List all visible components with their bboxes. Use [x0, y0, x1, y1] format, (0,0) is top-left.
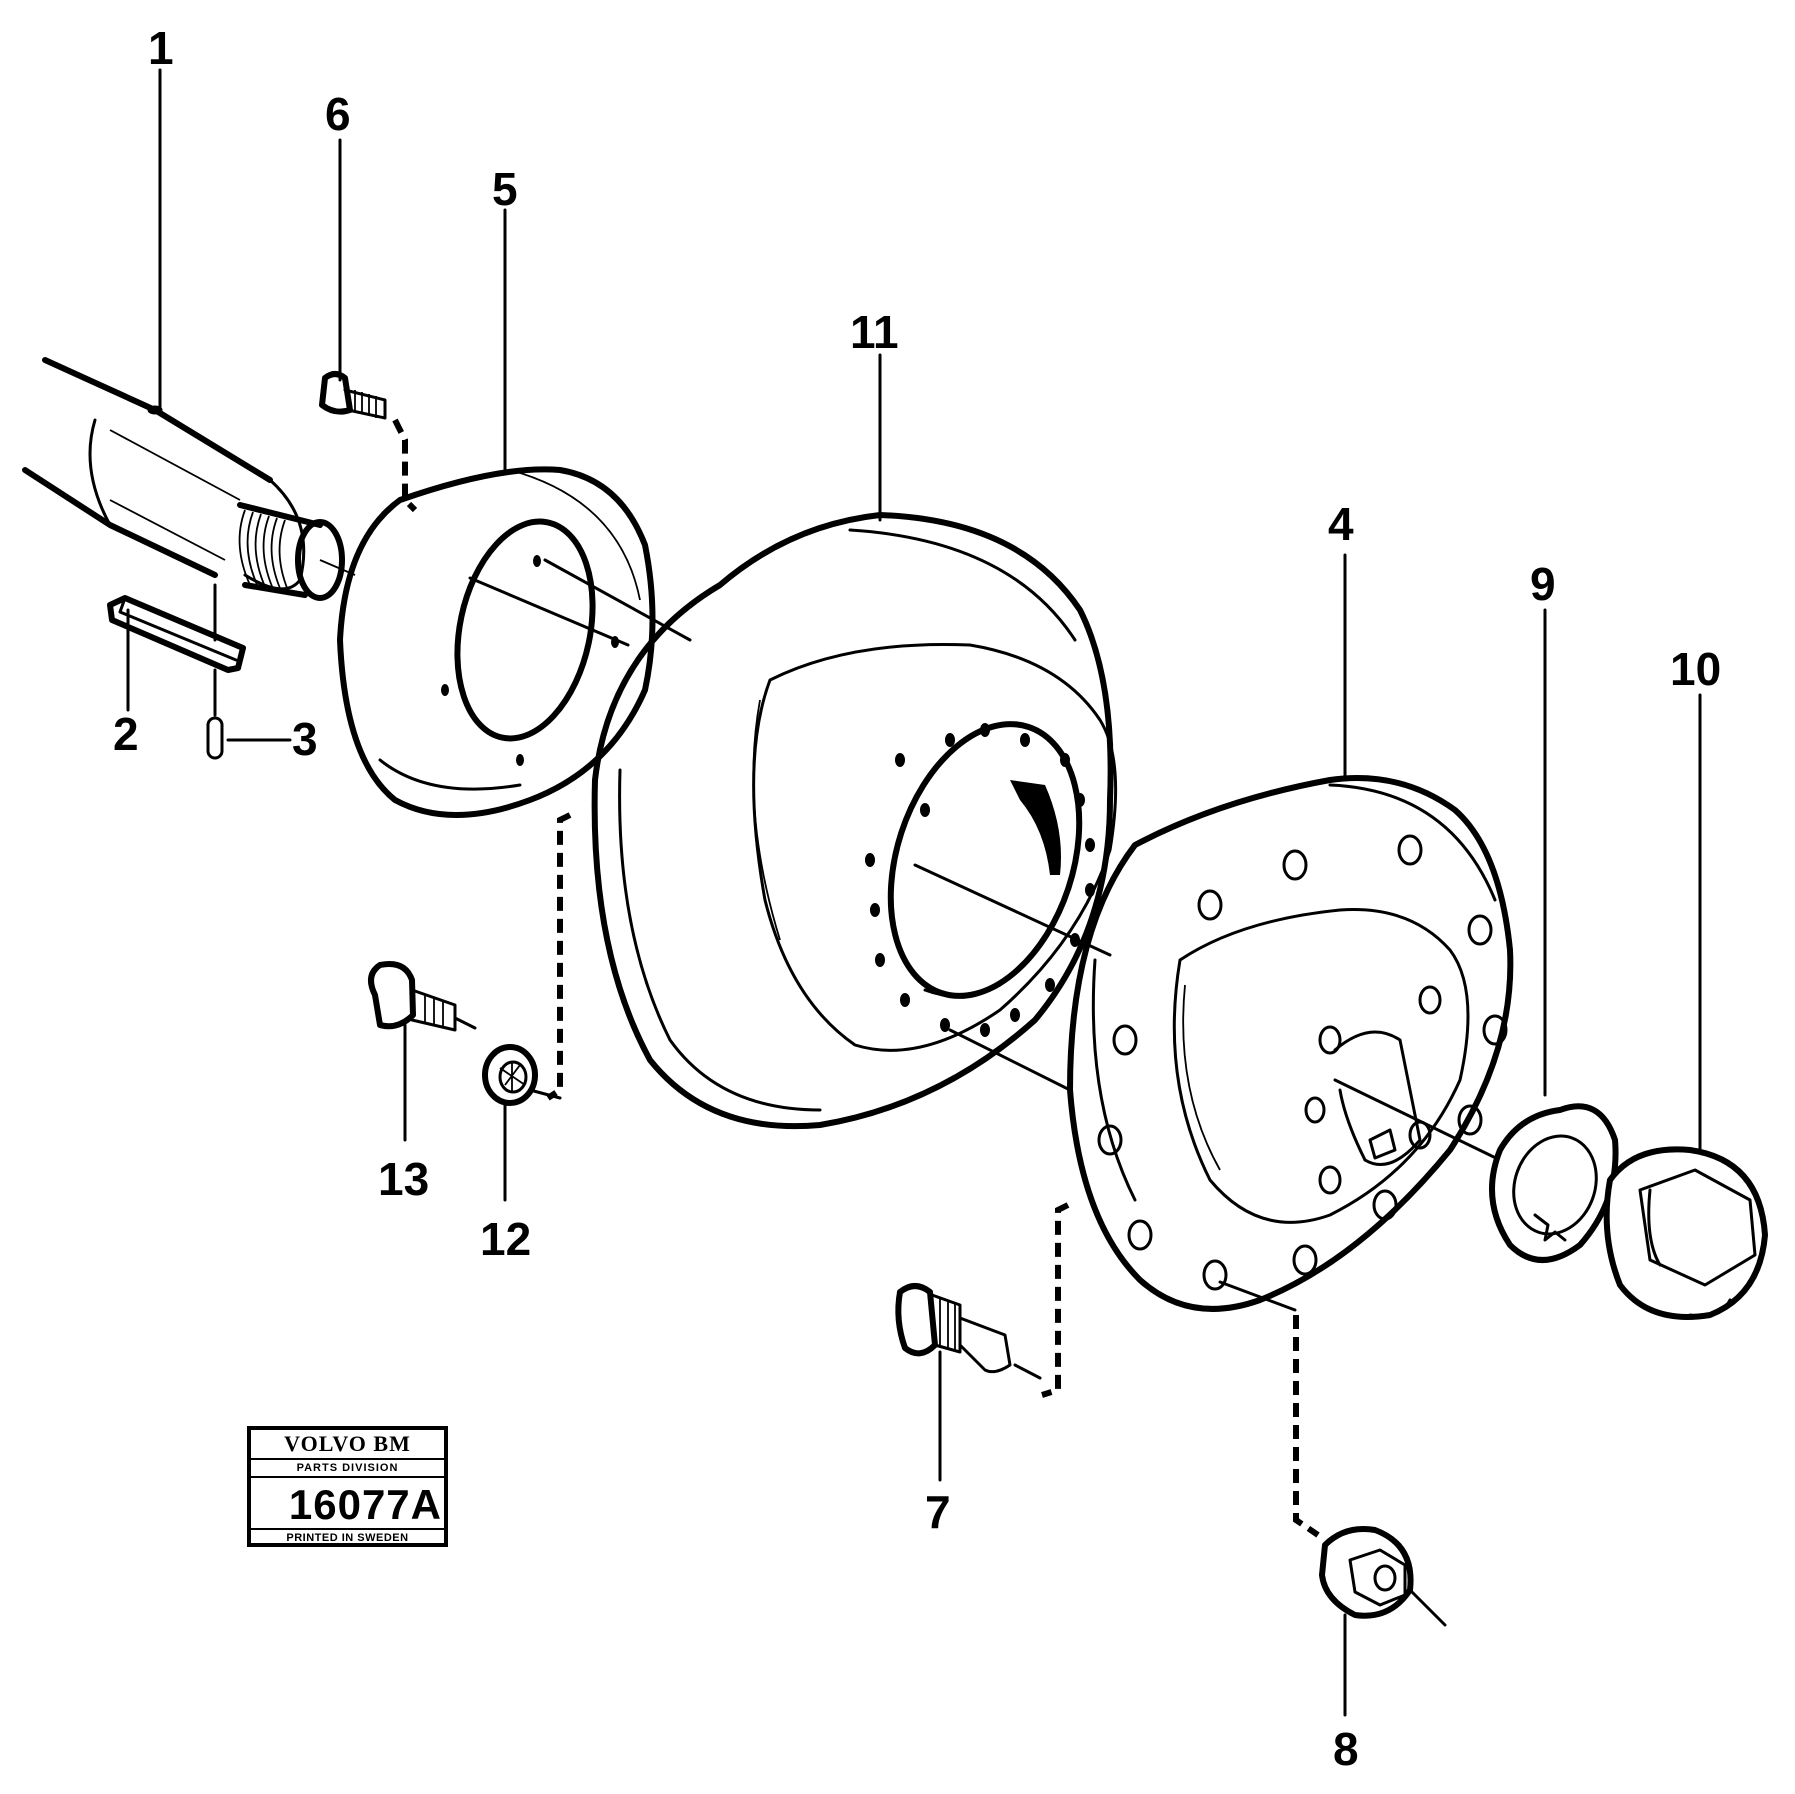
flange-nut	[1319, 1526, 1447, 1717]
callout-9: 9	[1530, 558, 1556, 610]
tab-washer	[1489, 608, 1619, 1263]
callout-7: 7	[925, 1486, 951, 1538]
wheel-stud	[895, 1283, 1042, 1482]
callout-12: 12	[480, 1213, 531, 1265]
wheel-hub	[1041, 775, 1514, 1538]
stamp-code: 16077A	[288, 1481, 442, 1528]
callout-11: 11	[850, 306, 899, 358]
shaft-key	[107, 583, 246, 673]
axle-shaft	[22, 357, 356, 601]
stamp-division: PARTS DIVISION	[251, 1460, 444, 1478]
callout-6: 6	[325, 88, 351, 140]
callout-10: 10	[1670, 643, 1721, 695]
callout-2: 2	[113, 708, 139, 760]
callout-4: 4	[1328, 498, 1354, 550]
stamp-brand: VOLVO BM	[251, 1430, 444, 1460]
stamp-printed: PRINTED IN SWEDEN	[251, 1528, 444, 1547]
lock-washer	[482, 1044, 562, 1202]
parts-division-stamp: VOLVO BM PARTS DIVISION 16077A PRINTED I…	[247, 1426, 448, 1547]
leader-lines	[126, 68, 1347, 782]
callout-5: 5	[492, 163, 518, 215]
callout-8: 8	[1333, 1723, 1359, 1775]
spacer-ring	[337, 466, 692, 818]
axle-nut	[1603, 693, 1768, 1320]
callout-1: 1	[148, 22, 174, 74]
callout-numbers: 1 2 3 4 5 6 7 8 9 10 11 12 13	[113, 22, 1721, 1775]
brake-disc	[546, 512, 1118, 1130]
callout-3: 3	[292, 713, 318, 765]
callout-13: 13	[378, 1153, 429, 1205]
dowel-pin	[206, 668, 292, 760]
countersunk-screw	[319, 371, 418, 513]
bolt	[368, 961, 477, 1142]
